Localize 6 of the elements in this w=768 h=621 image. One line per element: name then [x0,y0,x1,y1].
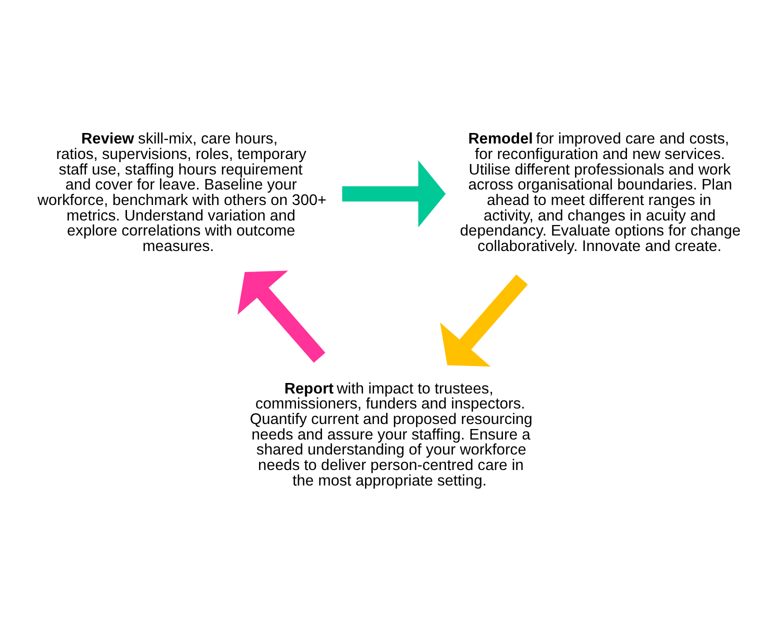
node-text: Review skill-mix, care hours, ratios, supervisions, roles, temporary staff use, staffing hours requirement and cover for leave. Baseline your workforce, benchmark with others on 300+ metrics. Understand variation and explore correlations with outcome measures. [36,130,326,255]
node-text: Remodel for improved care and costs, for reconfiguration and new services. Utilise different professionals and work across organisational boundaries. Plan ahead to meet different ranges in activity, and changes in acuity and dependancy. Evaluate options for change collaboratively. Innovate and create. [460,130,740,255]
arrow [237,270,325,362]
arrow [440,274,528,366]
arrow [342,160,446,227]
node-text: Report with impact to trustees, commissioners, funders and inspectors. Quantify current and proposed resourcing needs and assure your staffing. Ensure a shared understanding of your workforce needs to deliver person-centred care in the most appropriate setting. [249,380,532,489]
